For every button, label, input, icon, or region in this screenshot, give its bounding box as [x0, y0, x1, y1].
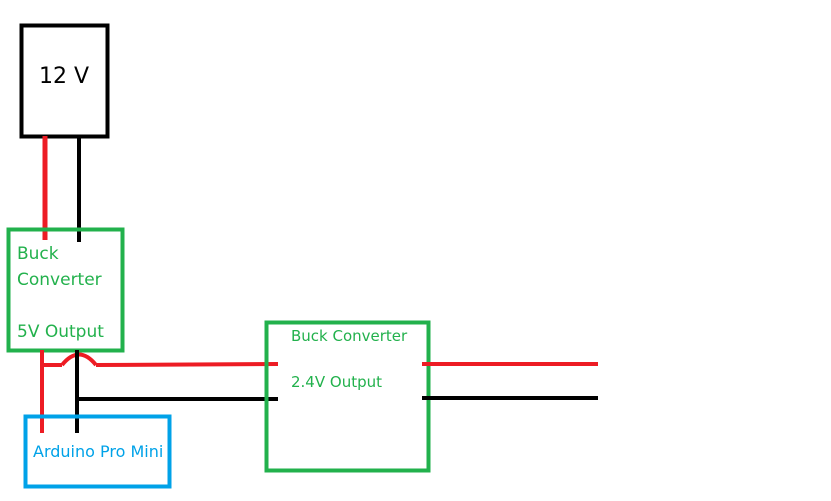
buck-converter-5v: Buck Converter 5V Output	[6, 227, 125, 353]
buck-5v-label-line2: Converter	[17, 270, 102, 290]
wire-5v-ground	[75, 350, 278, 433]
arduino-box	[23, 414, 172, 489]
buck-24v-label-line2: 2.4V Output	[291, 373, 382, 391]
power-source-label: 12 V	[39, 64, 89, 89]
buck-converter-2-4v: Buck Converter 2.4V Output	[264, 320, 431, 473]
buck-5v-label-line3: 5V Output	[17, 322, 104, 342]
wire-5v-positive	[40, 350, 279, 433]
power-source-12v: 12 V	[19, 23, 110, 139]
arduino-label: Arduino Pro Mini	[33, 442, 163, 461]
buck-24v-label-line1: Buck Converter	[291, 327, 408, 345]
arduino-pro-mini: Arduino Pro Mini	[23, 414, 172, 489]
buck-5v-box	[6, 227, 125, 353]
buck-5v-label-line1: Buck	[17, 244, 59, 264]
power-source-box	[19, 23, 110, 139]
